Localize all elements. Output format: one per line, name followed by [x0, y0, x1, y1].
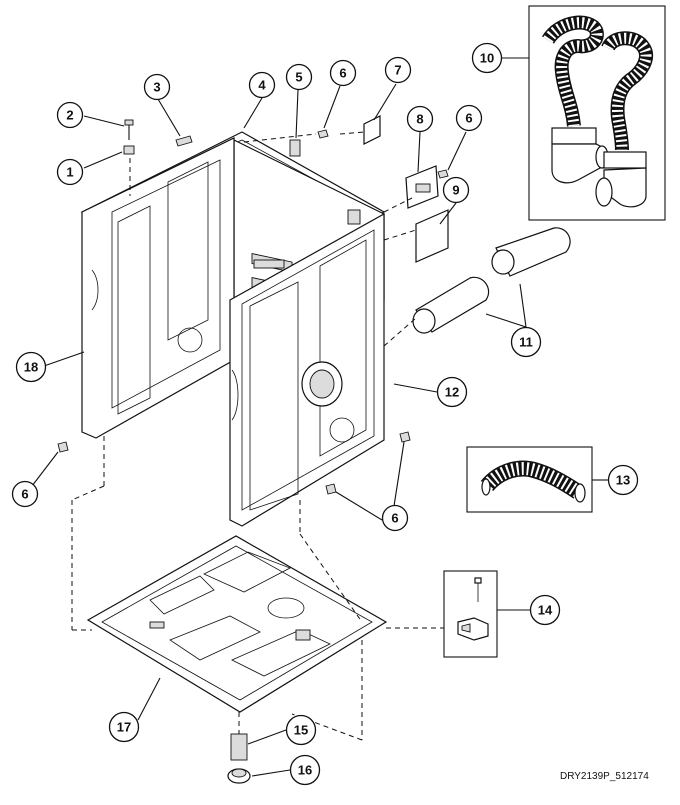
- callout-9: 9: [442, 176, 470, 204]
- callout-2: 2: [56, 101, 84, 129]
- leader-lines: [31, 57, 608, 777]
- callout-6-bottom-right: 6: [381, 504, 409, 532]
- callout-13-label: 13: [616, 473, 630, 488]
- callout-3-label: 3: [153, 80, 160, 95]
- callout-5: 5: [285, 63, 313, 91]
- callout-15-label: 15: [294, 723, 308, 738]
- callout-10-label: 10: [480, 51, 494, 66]
- callout-7: 7: [384, 56, 412, 84]
- assembly-guides: [71, 131, 444, 741]
- callout-13: 13: [607, 464, 639, 496]
- callout-1-label: 1: [66, 165, 73, 180]
- callout-9-label: 9: [452, 183, 459, 198]
- callout-12: 12: [436, 376, 468, 408]
- callout-15: 15: [285, 714, 317, 746]
- callout-12-label: 12: [445, 385, 459, 400]
- callout-17: 17: [108, 711, 140, 743]
- callout-6-top-label: 6: [339, 66, 346, 81]
- callout-14: 14: [529, 594, 561, 626]
- callout-3: 3: [143, 73, 171, 101]
- callout-6-bottom-left-label: 6: [21, 487, 28, 502]
- callout-5-label: 5: [295, 70, 302, 85]
- callout-4: 4: [248, 71, 276, 99]
- callout-8: 8: [406, 105, 434, 133]
- callout-17-label: 17: [117, 720, 131, 735]
- exhaust-ducts: [412, 227, 571, 334]
- bracket-inset: [443, 570, 498, 658]
- callout-16: 16: [289, 754, 321, 786]
- callout-7-label: 7: [394, 63, 401, 78]
- left-side-panel: [81, 137, 235, 439]
- small-parts: [57, 115, 449, 784]
- base-tray: [86, 535, 388, 713]
- callout-18-label: 18: [24, 360, 38, 375]
- front-panel: [229, 212, 385, 527]
- callout-8-label: 8: [416, 112, 423, 127]
- callout-6-top: 6: [329, 59, 357, 87]
- callout-2-label: 2: [66, 108, 73, 123]
- callout-6-right-label: 6: [465, 111, 472, 126]
- callout-4-label: 4: [258, 78, 266, 93]
- callout-16-label: 16: [298, 763, 312, 778]
- callout-14-label: 14: [538, 603, 553, 618]
- callout-18: 18: [15, 351, 47, 383]
- callout-11: 11: [510, 326, 542, 358]
- callout-1: 1: [56, 158, 84, 186]
- diagram-code: DRY2139P_512174: [560, 771, 649, 782]
- callouts: 1 2 3 4 5 6 7 8: [11, 42, 639, 786]
- callout-11-label: 11: [519, 335, 533, 350]
- callout-10: 10: [471, 42, 503, 74]
- callout-6-bottom-left: 6: [11, 480, 39, 508]
- callout-6-right: 6: [455, 104, 483, 132]
- callout-6-bottom-right-label: 6: [391, 511, 398, 526]
- vent-kit-inset: [528, 5, 666, 221]
- flex-duct-inset: [466, 446, 593, 513]
